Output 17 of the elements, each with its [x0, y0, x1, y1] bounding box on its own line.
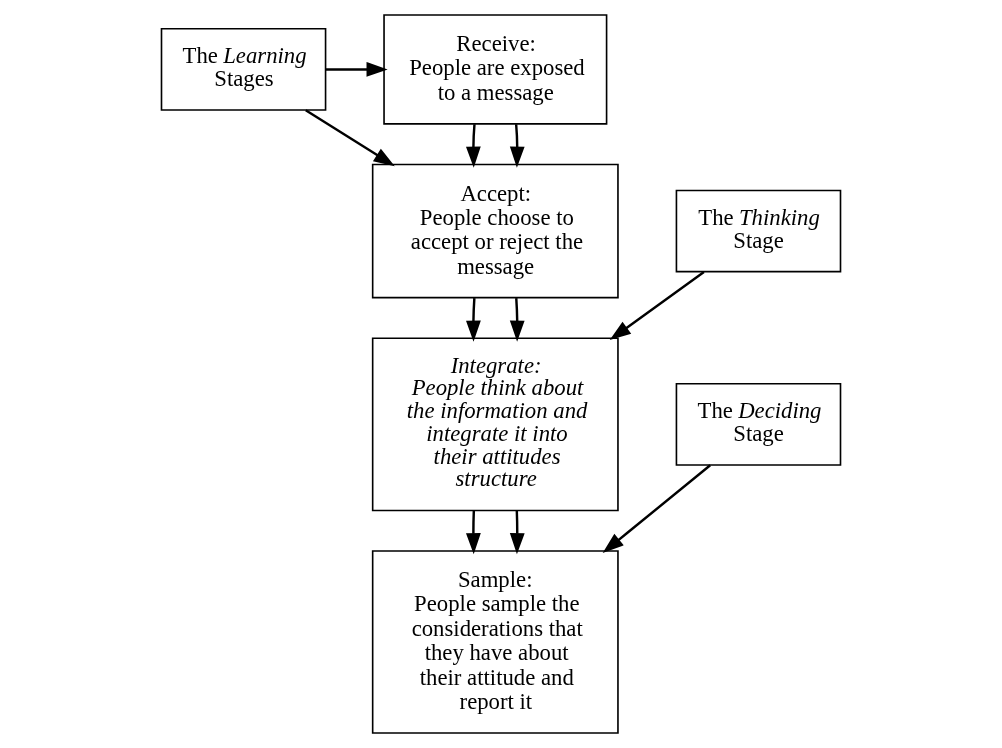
arrow	[509, 510, 525, 555]
arrow	[466, 124, 481, 168]
node-box: The Learning Stages	[160, 28, 327, 111]
node-box: Integrate: People think about the information and integrate it into their attitudes structure	[371, 337, 619, 512]
arrow	[609, 271, 705, 341]
node-box: Accept: People choose to accept or reject the message	[371, 163, 619, 299]
arrow	[509, 298, 525, 342]
arrow	[509, 124, 525, 168]
arrow	[466, 510, 481, 555]
node-box: Sample: People sample the considerations that they have about their attitude and report it	[371, 550, 619, 734]
node-box: The Deciding Stage	[675, 382, 842, 466]
node-box: The Thinking Stage	[675, 189, 842, 273]
arrow	[325, 62, 388, 77]
arrow	[602, 464, 711, 553]
arrow	[305, 109, 395, 167]
arrow	[466, 298, 481, 342]
node-box: Receive: People are exposed to a message	[383, 14, 608, 125]
